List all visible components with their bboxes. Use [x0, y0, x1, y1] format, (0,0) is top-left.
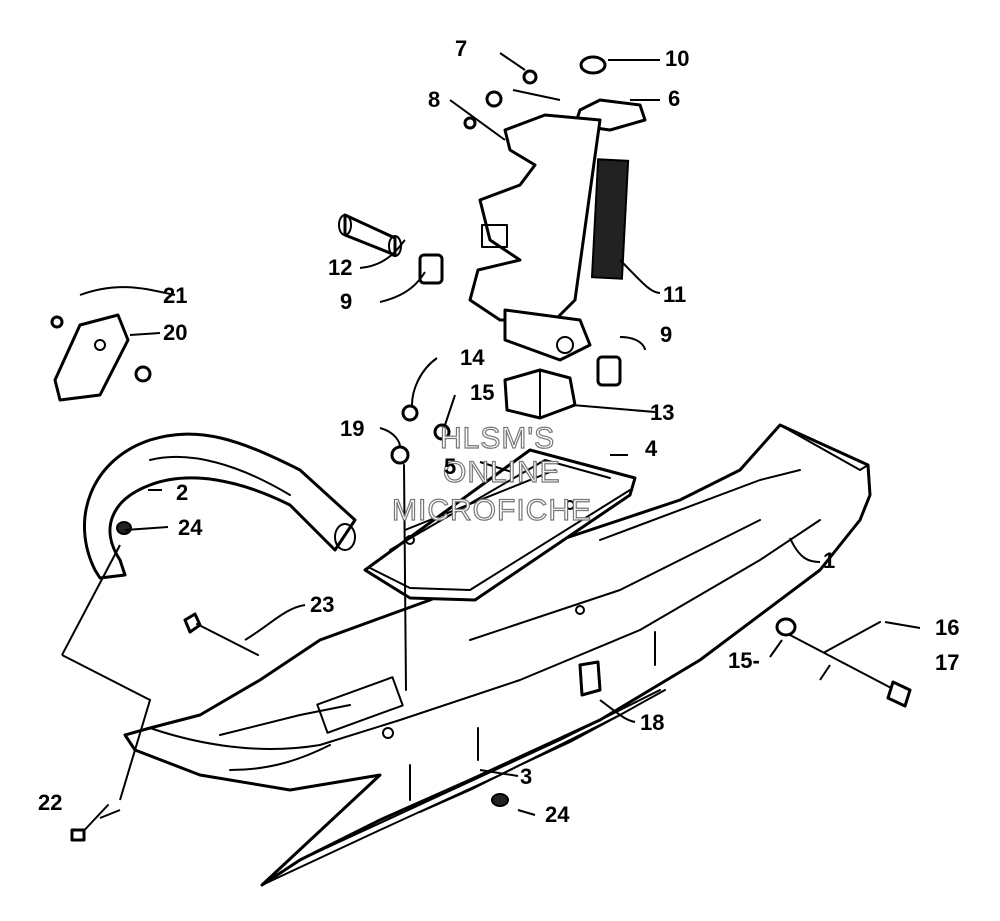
sleeve-part-12	[338, 213, 402, 257]
cap-part-10	[579, 55, 607, 75]
washer-part-7	[522, 69, 538, 85]
bolt-part-17	[789, 634, 912, 708]
callout-10: 10	[665, 46, 689, 71]
callout-17: 17	[935, 650, 959, 675]
pin-part-16	[824, 621, 881, 653]
callout-16: 16	[935, 615, 959, 640]
callout-24a: 24	[178, 515, 203, 540]
callout-8: 8	[428, 87, 440, 112]
callout-15a: 15	[470, 380, 494, 405]
bolt-part-19-shaft	[403, 464, 407, 691]
callout-6: 6	[668, 86, 680, 111]
nut-part-14	[401, 404, 419, 422]
bolt-part-22	[70, 804, 109, 842]
callout-9a: 9	[340, 289, 352, 314]
callout-labels: 1 2 3 4 5 6 7 8 9 9 10 11 12 13 14 15 15…	[38, 36, 959, 827]
screw-part-21	[50, 315, 64, 329]
callout-2: 2	[176, 480, 188, 505]
clip-part-18	[578, 660, 602, 697]
callout-9b: 9	[660, 322, 672, 347]
callout-5: 5	[444, 454, 456, 479]
callout-18: 18	[640, 710, 664, 735]
wear-bar-part-3	[261, 631, 666, 886]
nut-part-7	[485, 90, 503, 108]
watermark: HLSM'S ONLINE MICROFICHE	[391, 421, 592, 527]
nut-part-20	[134, 365, 152, 383]
spindle-part-6	[468, 98, 647, 362]
washer-part-15-right	[775, 617, 797, 637]
callout-23: 23	[310, 592, 334, 617]
callout-19: 19	[340, 416, 364, 441]
ski-handle-part-2	[82, 432, 357, 580]
callout-13: 13	[650, 400, 674, 425]
washer-part-15	[433, 423, 451, 441]
bushing-9-right	[596, 355, 622, 387]
bolt-part-8	[463, 116, 477, 130]
bolt-part-23	[183, 612, 259, 656]
nut-part-24-upper	[116, 521, 132, 535]
callout-20: 20	[163, 320, 187, 345]
callout-15b: 15-	[728, 648, 760, 673]
leader-lines	[61, 52, 921, 819]
callout-21: 21	[163, 283, 187, 308]
callout-4: 4	[645, 436, 658, 461]
callout-14: 14	[460, 345, 485, 370]
watermark-line-2: ONLINE	[443, 456, 561, 489]
callout-1: 1	[823, 548, 835, 573]
callout-12: 12	[328, 255, 352, 280]
pad-part-13	[503, 368, 577, 420]
callout-7: 7	[455, 36, 467, 61]
bracket-part-21	[53, 313, 130, 402]
callout-22: 22	[38, 790, 62, 815]
nut-part-24-lower	[491, 793, 509, 807]
decal-part-11	[590, 158, 630, 280]
nut-part-19	[390, 445, 410, 465]
callout-24b: 24	[545, 802, 570, 827]
watermark-line-3: MICROFICHE	[392, 494, 592, 527]
saddle-part-4	[363, 448, 637, 602]
callout-11: 11	[663, 282, 686, 307]
bushing-9-left	[418, 253, 444, 285]
callout-3: 3	[520, 764, 532, 789]
watermark-line-1: HLSM'S	[440, 422, 555, 455]
